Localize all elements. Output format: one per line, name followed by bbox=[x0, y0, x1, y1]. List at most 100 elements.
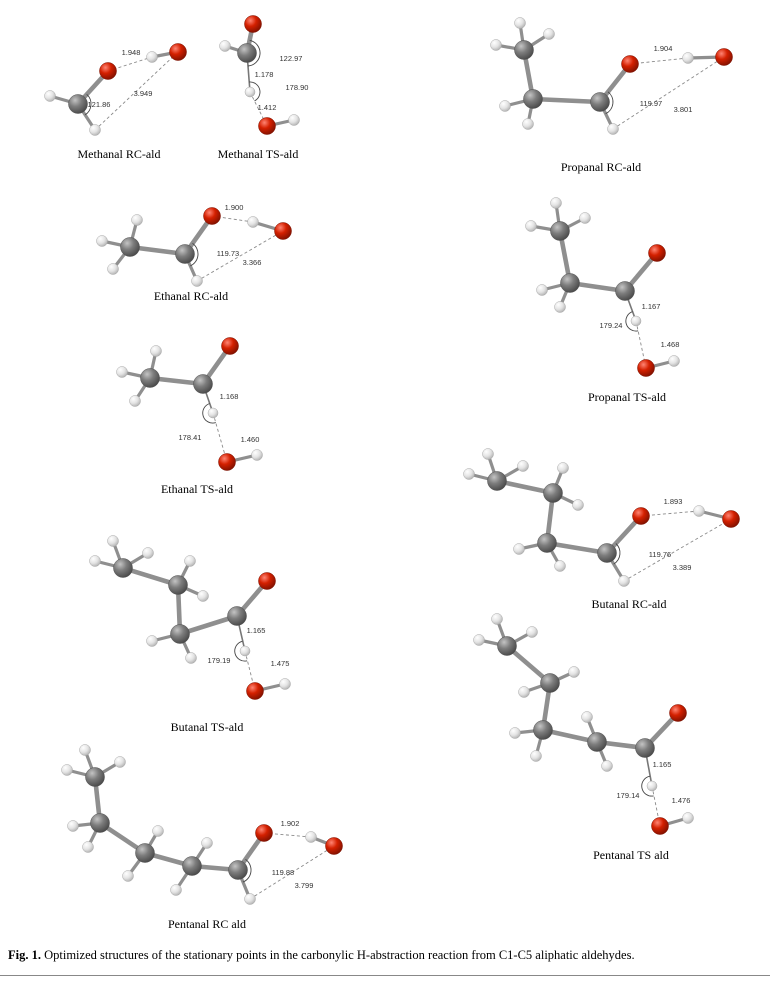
distance-dash bbox=[249, 91, 268, 127]
distance-dash bbox=[612, 56, 725, 130]
hydrogen-atom bbox=[247, 216, 259, 228]
carbon-atom bbox=[168, 575, 188, 595]
measurement-label: 119.97 bbox=[640, 99, 662, 108]
hydrogen-atom bbox=[219, 40, 231, 52]
carbon-atom bbox=[85, 767, 105, 787]
structure-caption: Butanal RC-ald bbox=[592, 597, 667, 611]
oxygen-atom bbox=[648, 244, 666, 262]
carbon-atom bbox=[590, 92, 610, 112]
structure-caption: Methanal RC-ald bbox=[78, 147, 161, 161]
distance-dash bbox=[94, 51, 179, 131]
figure-caption-text: Optimized structures of the stationary p… bbox=[40, 948, 635, 962]
carbon-atom bbox=[237, 43, 257, 63]
measurement-label: 121.86 bbox=[88, 100, 111, 109]
hydrogen-atom bbox=[618, 575, 630, 587]
hydrogen-atom bbox=[150, 345, 162, 357]
bond bbox=[530, 96, 603, 105]
distance-dash bbox=[249, 845, 335, 900]
hydrogen-atom bbox=[129, 395, 141, 407]
distance-dash bbox=[640, 510, 700, 517]
hydrogen-atom bbox=[244, 893, 256, 905]
measurement-label: 119.88 bbox=[272, 868, 294, 877]
hydrogen-atom bbox=[513, 543, 525, 555]
hydrogen-atom bbox=[572, 499, 584, 511]
hydrogen-atom bbox=[682, 52, 694, 64]
measurement-label: 1.902 bbox=[281, 819, 300, 828]
measurement-label: 179.19 bbox=[208, 656, 231, 665]
oxygen-atom bbox=[203, 207, 221, 225]
structure-caption: Propanal TS-ald bbox=[588, 390, 666, 404]
hydrogen-atom bbox=[239, 645, 251, 657]
measurement-label: 3.799 bbox=[295, 881, 314, 890]
carbon-atom bbox=[514, 40, 534, 60]
hydrogen-atom bbox=[79, 744, 91, 756]
measurement-label: 3.949 bbox=[134, 89, 153, 98]
distance-dash bbox=[629, 57, 689, 65]
measurement-label: 1.948 bbox=[122, 48, 141, 57]
oxygen-atom bbox=[169, 43, 187, 61]
hydrogen-atom bbox=[514, 17, 526, 29]
oxygen-atom bbox=[325, 837, 343, 855]
hydrogen-atom bbox=[568, 666, 580, 678]
hydrogen-atom bbox=[693, 505, 705, 517]
measurement-label: 1.178 bbox=[255, 70, 274, 79]
carbon-atom bbox=[497, 636, 517, 656]
hydrogen-atom bbox=[526, 626, 538, 638]
distance-dash bbox=[212, 412, 228, 463]
measurement-label: 1.904 bbox=[654, 44, 673, 53]
angle-arc bbox=[249, 81, 261, 102]
carbon-atom bbox=[228, 860, 248, 880]
hydrogen-atom bbox=[107, 263, 119, 275]
hydrogen-atom bbox=[184, 555, 196, 567]
measurement-label: 119.73 bbox=[217, 249, 239, 258]
hydrogen-atom bbox=[107, 535, 119, 547]
carbon-atom bbox=[113, 558, 133, 578]
hydrogen-atom bbox=[288, 114, 300, 126]
hydrogen-atom bbox=[482, 448, 494, 460]
hydrogen-atom bbox=[530, 750, 542, 762]
hydrogen-atom bbox=[682, 812, 694, 824]
hydrogen-atom bbox=[517, 460, 529, 472]
angle-arc bbox=[234, 640, 248, 662]
hydrogen-atom bbox=[191, 275, 203, 287]
angle-arc bbox=[641, 775, 654, 797]
angle-arc bbox=[242, 859, 252, 883]
hydrogen-atom bbox=[207, 407, 219, 419]
carbon-atom bbox=[635, 738, 655, 758]
structure-caption: Butanal TS-ald bbox=[171, 720, 244, 734]
measurement-label: 1.460 bbox=[241, 435, 260, 444]
hydrogen-atom bbox=[82, 841, 94, 853]
oxygen-atom bbox=[669, 704, 687, 722]
oxygen-atom bbox=[651, 817, 669, 835]
measurement-label: 1.165 bbox=[247, 626, 266, 635]
hydrogen-atom bbox=[509, 727, 521, 739]
oxygen-atom bbox=[244, 15, 262, 33]
figure-caption-label: Fig. 1. bbox=[8, 948, 41, 962]
hydrogen-atom bbox=[557, 462, 569, 474]
carbon-atom bbox=[537, 533, 557, 553]
angle-arc bbox=[202, 403, 216, 424]
hydrogen-atom bbox=[61, 764, 73, 776]
hydrogen-atom bbox=[550, 197, 562, 209]
angle-arc bbox=[625, 311, 639, 332]
hydrogen-atom bbox=[536, 284, 548, 296]
structure-caption: Ethanal TS-ald bbox=[161, 482, 233, 496]
hydrogen-atom bbox=[146, 635, 158, 647]
angle-arc bbox=[613, 543, 621, 565]
measurement-label: 122.97 bbox=[280, 54, 303, 63]
oxygen-atom bbox=[246, 682, 264, 700]
bottom-rule bbox=[0, 975, 770, 976]
hydrogen-atom bbox=[518, 686, 530, 698]
carbon-atom bbox=[550, 221, 570, 241]
measurement-label: 1.412 bbox=[258, 103, 277, 112]
angle-arc bbox=[84, 93, 92, 116]
structure-caption: Methanal TS-ald bbox=[218, 147, 299, 161]
carbon-atom bbox=[587, 732, 607, 752]
hydrogen-atom bbox=[201, 837, 213, 849]
